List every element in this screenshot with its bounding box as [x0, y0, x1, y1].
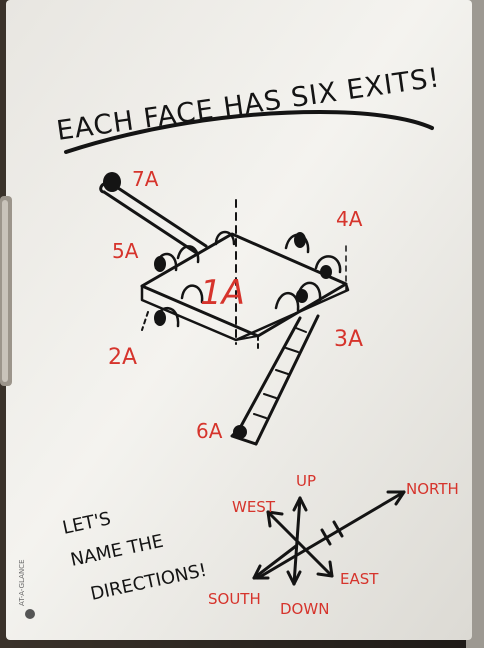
paper-sheet	[6, 0, 472, 640]
compass-drawing	[252, 490, 406, 586]
room-diagram	[99, 181, 350, 446]
compass-south: SOUTH	[208, 590, 261, 608]
label-center-1a: 1A	[200, 273, 245, 313]
compass-west: WEST	[232, 498, 276, 516]
compass-down: DOWN	[280, 600, 329, 618]
compass-east: EAST	[340, 570, 379, 588]
compass-up: UP	[296, 472, 316, 490]
directions-note: LET'S NAME THE DIRECTIONS!	[61, 508, 209, 605]
directions-note-line-3: DIRECTIONS!	[89, 560, 209, 605]
brand-mark	[25, 609, 35, 619]
page-title: EACH FACE HAS SIX EXITS!	[55, 62, 443, 147]
title-underline	[64, 109, 434, 154]
compass-labels: NORTH WEST UP EAST SOUTH DOWN	[208, 472, 459, 618]
label-exit-2a: 2A	[108, 345, 137, 370]
exit-door-markers	[103, 172, 332, 439]
directions-note-line-1: LET'S	[61, 508, 113, 539]
compass-north: NORTH	[406, 480, 459, 498]
label-exit-5a: 5A	[112, 239, 139, 263]
label-exit-7a: 7A	[132, 167, 159, 191]
label-exit-3a: 3A	[334, 327, 363, 352]
label-exit-4a: 4A	[336, 207, 363, 231]
label-exit-6a: 6A	[196, 419, 223, 443]
brand-text: AT-A-GLANCE	[18, 560, 26, 607]
directions-note-line-2: NAME THE	[69, 531, 166, 571]
